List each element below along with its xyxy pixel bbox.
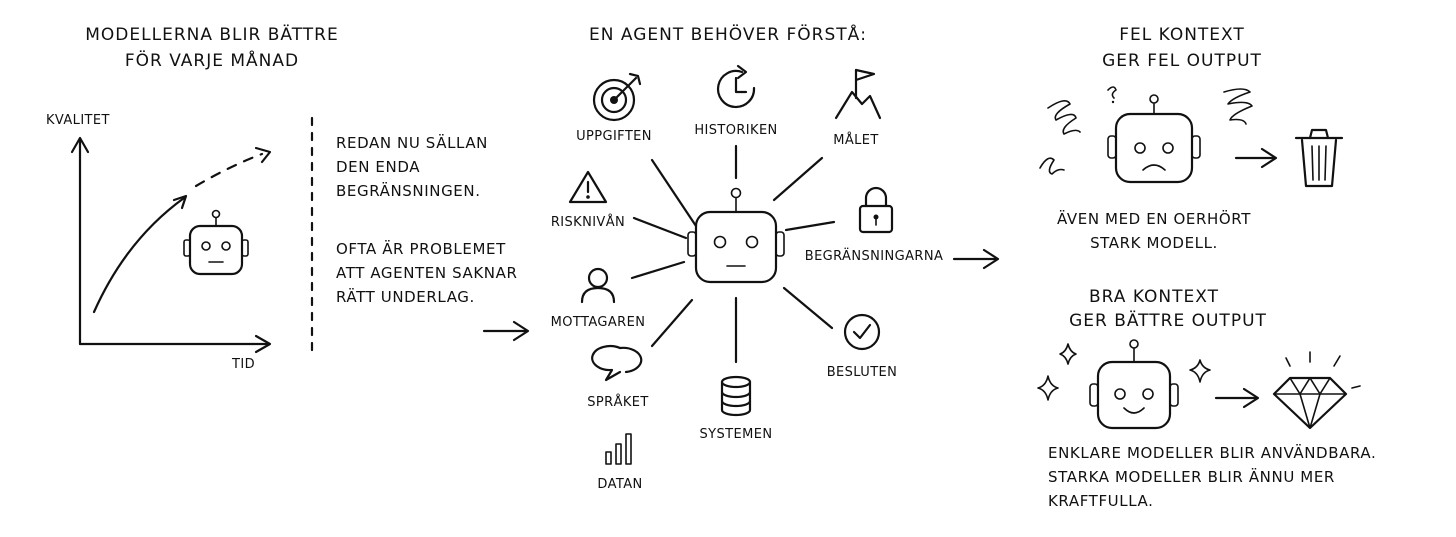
bad-title-line2: GER FEL OUTPUT xyxy=(1102,51,1262,71)
robot-happy-icon xyxy=(1089,339,1179,430)
good-caption-line2: STARKA MODELLER BLIR ÄNNU MER xyxy=(1048,467,1335,486)
label-uppgiften: UPPGIFTEN xyxy=(576,129,652,144)
y-axis-label: KVALITET xyxy=(46,113,110,128)
label-malet: MÅLET xyxy=(833,132,879,148)
check-circle-icon xyxy=(843,313,881,351)
trend-dashed-extension xyxy=(194,152,264,188)
scribble-icon xyxy=(1039,86,1253,175)
arrow-to-trash xyxy=(1234,147,1278,169)
good-title-line2: GER BÄTTRE OUTPUT xyxy=(1069,310,1267,331)
target-icon xyxy=(592,72,642,122)
left-title-line2: FÖR VARJE MÅNAD xyxy=(125,49,299,71)
note2-line3: RÄTT UNDERLAG. xyxy=(336,287,475,306)
spokes xyxy=(630,144,836,364)
middle-title: EN AGENT BEHÖVER FÖRSTÅ: xyxy=(589,23,867,45)
label-historiken: HISTORIKEN xyxy=(694,123,777,138)
speech-bubble-icon xyxy=(591,344,643,382)
note1-line3: BEGRÄNSNINGEN. xyxy=(336,181,481,200)
label-risknivan: RISKNIVÅN xyxy=(551,214,625,230)
person-icon xyxy=(580,267,616,304)
arrow-to-diamond xyxy=(1214,387,1260,409)
label-systemen: SYSTEMEN xyxy=(700,427,773,442)
note2-line1: OFTA ÄR PROBLEMET xyxy=(336,239,506,258)
bad-title-line1: FEL KONTEXT xyxy=(1119,25,1245,45)
label-besluten: BESLUTEN xyxy=(827,365,898,380)
flag-mountain-icon xyxy=(834,68,882,120)
robot-neutral-icon xyxy=(183,209,249,276)
warning-icon xyxy=(568,170,608,204)
bar-chart-icon xyxy=(605,433,632,465)
clock-icon xyxy=(716,64,756,109)
note1-line1: REDAN NU SÄLLAN xyxy=(336,133,488,152)
quality-trend-line xyxy=(92,196,186,314)
dashed-arrowhead xyxy=(254,146,272,164)
bad-caption-line1: ÄVEN MED EN OERHÖRT xyxy=(1057,209,1251,228)
label-mottagaren: MOTTAGAREN xyxy=(551,315,646,330)
lock-icon xyxy=(858,186,894,234)
database-icon xyxy=(720,375,752,417)
arrow-to-right xyxy=(952,248,1000,270)
x-axis-arrowhead xyxy=(254,334,272,354)
quality-chart: KVALITET TID xyxy=(46,113,272,372)
robot-central-icon xyxy=(687,187,785,284)
note2-line2: ATT AGENTEN SAKNAR xyxy=(336,264,517,282)
good-caption-line3: KRAFTFULLA. xyxy=(1048,492,1153,510)
left-title-line1: MODELLERNA BLIR BÄTTRE xyxy=(85,24,338,45)
x-axis-label: TID xyxy=(231,357,255,372)
arrow-to-middle xyxy=(482,320,530,342)
y-axis-arrowhead xyxy=(70,136,90,154)
trash-icon xyxy=(1294,128,1344,188)
sparkle-icons xyxy=(1037,343,1211,401)
trend-arrowhead xyxy=(172,194,188,210)
label-datan: DATAN xyxy=(597,477,642,492)
diamond-icon xyxy=(1272,351,1361,430)
good-title-line1: BRA KONTEXT xyxy=(1089,287,1219,307)
robot-sad-icon xyxy=(1107,94,1201,184)
bad-caption-line2: STARK MODELL. xyxy=(1090,234,1218,252)
note1-line2: DEN ENDA xyxy=(336,158,420,176)
label-spraket: SPRÅKET xyxy=(587,394,649,410)
good-caption-line1: ENKLARE MODELLER BLIR ANVÄNDBARA. xyxy=(1048,443,1376,462)
label-begransningarna: BEGRÄNSNINGARNA xyxy=(805,248,943,264)
